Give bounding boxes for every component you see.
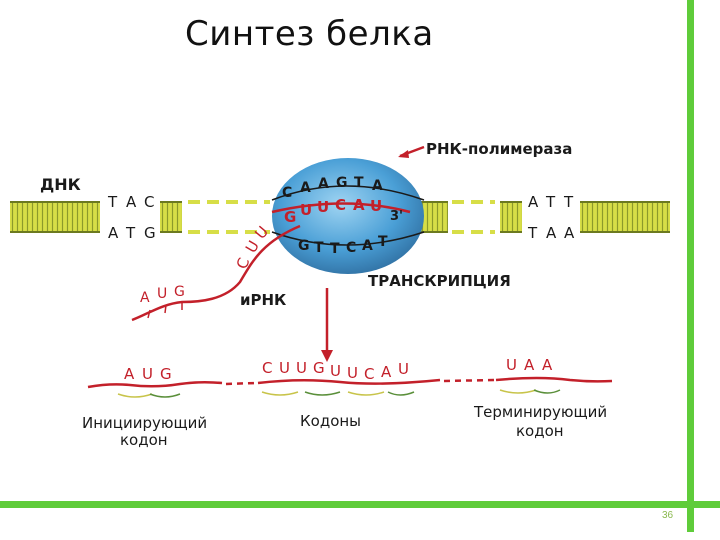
codons-label: Кодоны [300,412,361,430]
transcription-label: ТРАНСКРИПЦИЯ [368,272,511,290]
initiating-codon-label-line2: кодон [120,431,168,449]
base-letter: C [335,196,346,214]
base-letter: A [318,176,329,192]
base-letter: T [330,241,340,257]
base-letter: G [313,359,325,377]
base-letter: A [546,224,557,242]
base-letter: A [381,363,392,381]
base-letter: A [140,290,150,306]
base-letter: C [233,255,254,271]
base-letter: C [262,359,272,377]
base-letter: G [160,365,172,383]
base-letter: A [564,224,575,242]
base-letter: A [528,193,539,211]
mrna-label: иРНК [240,291,287,309]
initiating-codon-label-line1: Инициирующий [82,414,207,432]
base-letter: U [398,360,409,378]
polymerase-arrowhead [398,150,409,158]
base-letter: U [330,362,341,380]
dna-right-bases: A T T T A A [527,193,575,242]
translation-arrowhead [321,350,333,362]
codon-strand [87,376,613,389]
base-letter: T [545,193,556,211]
base-letter: T [125,224,136,242]
base-letter: U [300,201,312,219]
base-letter: A [300,180,311,196]
rna-polymerase-bubble: 3' [271,158,425,274]
codon-middle-bases: C U U G U U C A U [262,359,409,383]
base-letter: T [314,240,324,256]
polymerase-label: РНК-полимераза [426,140,572,158]
base-letter: U [251,223,272,243]
slide-title: Синтез белка [185,14,434,54]
mrna-start-bases: A U G [140,284,185,306]
terminating-codon-label-line2: кодон [516,422,564,440]
codon-underlines [117,389,561,398]
base-letter: C [364,365,374,383]
bubble-template-top: C A A G T A [282,175,383,201]
base-letter: A [524,356,535,374]
base-letter: T [378,234,388,250]
dna-strand-left [10,200,270,234]
base-letter: T [563,193,574,211]
slide-border-horizontal [0,501,720,508]
bubble-template-bottom: G T T C A T [298,234,388,257]
base-letter: U [317,198,329,216]
base-letter: G [336,175,348,191]
base-letter: C [346,240,356,256]
mrna-strand [131,224,301,322]
base-letter: A [126,193,137,211]
terminating-codon-label-line1: Терминирующий [473,403,607,421]
dna-strand-right [418,200,670,234]
base-letter: G [144,224,156,242]
base-letter: G [284,208,296,226]
base-letter: U [506,356,517,374]
base-letter: U [296,359,307,377]
base-letter: T [107,193,118,211]
base-letter: A [372,178,383,194]
base-letter: U [157,286,167,302]
base-letter: G [298,238,310,254]
base-letter: T [354,175,364,191]
codon-start-bases: A U G [124,365,172,383]
base-letter: U [279,359,290,377]
slide-border-vertical [687,0,694,532]
base-letter: A [542,356,553,374]
base-letter: A [362,238,373,254]
three-prime-label: 3' [390,209,403,224]
dna-left-bases: T A C A T G [107,193,156,242]
base-letter: T [527,224,538,242]
base-letter: A [108,224,119,242]
base-letter: G [174,284,185,300]
base-letter: A [124,365,135,383]
codon-stop-bases: U A A [506,356,553,374]
dna-label: ДНК [40,175,81,194]
base-letter: U [142,365,153,383]
page-number: 36 [662,510,674,521]
base-letter: A [353,196,365,214]
base-letter: C [282,185,292,201]
base-letter: C [144,193,154,211]
base-letter: U [347,364,358,382]
bubble-rna-bases: G U U C A U [284,196,382,226]
base-letter: U [370,197,382,215]
